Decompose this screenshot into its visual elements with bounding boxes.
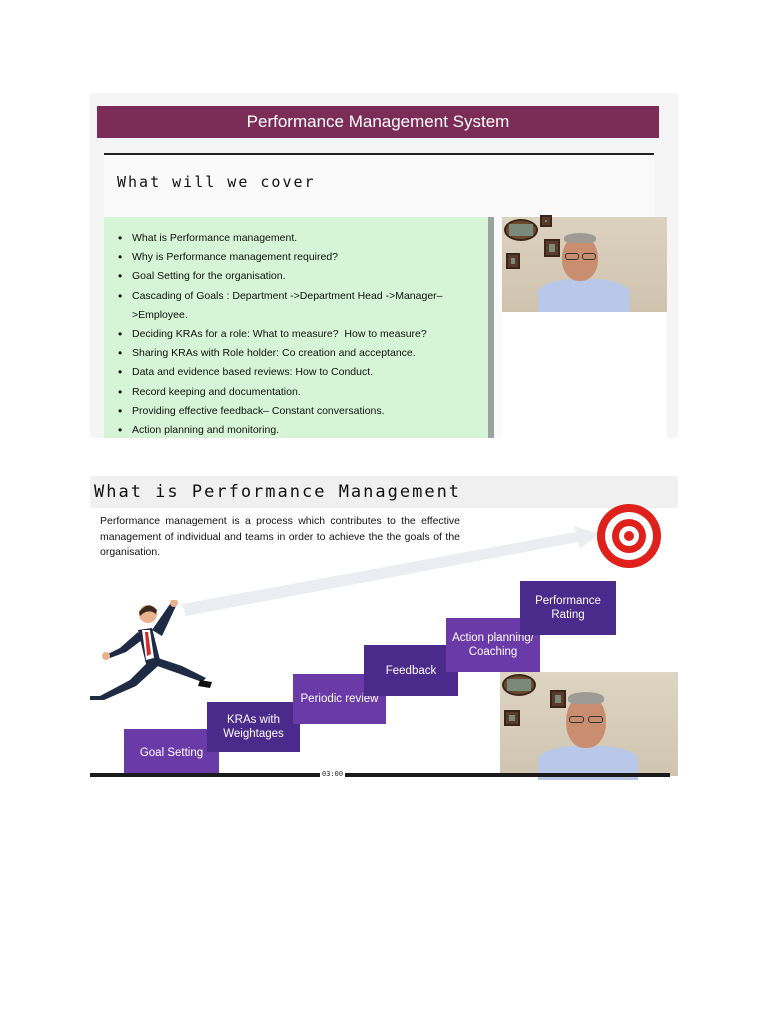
list-item: Action planning and monitoring.	[118, 421, 488, 438]
glasses-icon	[569, 716, 584, 723]
list-item: Data and evidence based reviews: How to …	[118, 363, 488, 382]
presenter-video-feed	[502, 215, 667, 315]
video-timestamp: 03:00	[320, 770, 346, 778]
wall-frame-icon	[550, 690, 566, 708]
businessman-illustration	[90, 600, 212, 700]
topics-list: What is Performance management. Why is P…	[104, 217, 488, 438]
video-progress-bar[interactable]	[90, 773, 670, 777]
slide-description: Performance management is a process whic…	[100, 515, 460, 558]
slide-title: What will we cover	[117, 173, 316, 191]
banner-title: Performance Management System	[97, 106, 659, 138]
step-kras-with-weightages: KRAs with Weightages	[207, 702, 300, 752]
step-goal-setting: Goal Setting	[124, 729, 219, 777]
target-icon	[597, 504, 661, 568]
glasses-icon	[588, 716, 603, 723]
step-performance-rating: Performance Rating	[520, 581, 616, 635]
slide-what-will-we-cover: What will we cover What is Performance m…	[104, 153, 667, 438]
wall-frame-icon	[506, 253, 520, 269]
wall-frame-icon	[544, 239, 560, 257]
growth-arrow-graphic	[182, 526, 600, 616]
glasses-icon	[582, 253, 596, 260]
list-item: What is Performance management.	[118, 229, 488, 248]
list-item: Cascading of Goals : Department ->Depart…	[118, 287, 488, 325]
list-item: Deciding KRAs for a role: What to measur…	[118, 325, 488, 344]
list-item: Providing effective feedback– Constant c…	[118, 402, 488, 421]
list-item: Sharing KRAs with Role holder: Co creati…	[118, 344, 488, 363]
topics-box: What is Performance management. Why is P…	[104, 217, 494, 438]
video-panel-background	[502, 312, 667, 438]
step-feedback: Feedback	[364, 645, 458, 696]
presenter-hair	[568, 692, 604, 704]
slide-screenshot-1: Performance Management System What will …	[90, 93, 678, 438]
presenter-video-feed	[500, 672, 678, 780]
step-action-planning-coaching: Action planning/ Coaching	[446, 618, 540, 672]
slide-title: What is Performance Management	[94, 482, 462, 502]
glasses-icon	[565, 253, 579, 260]
presenter-hair	[564, 233, 596, 243]
arrow-shape	[182, 526, 600, 616]
presenter-shirt	[538, 279, 630, 315]
wall-decoration-icon	[504, 219, 538, 241]
wall-frame-icon	[540, 215, 552, 227]
list-item: Goal Setting for the organisation.	[118, 267, 488, 286]
list-item: Why is Performance management required?	[118, 248, 488, 267]
wall-decoration-icon	[502, 674, 536, 696]
list-item: Record keeping and documentation.	[118, 383, 488, 402]
slide-header: What is Performance Management	[90, 476, 678, 508]
wall-frame-icon	[504, 710, 520, 726]
slide-screenshot-2: What is Performance Management Performan…	[90, 476, 678, 780]
